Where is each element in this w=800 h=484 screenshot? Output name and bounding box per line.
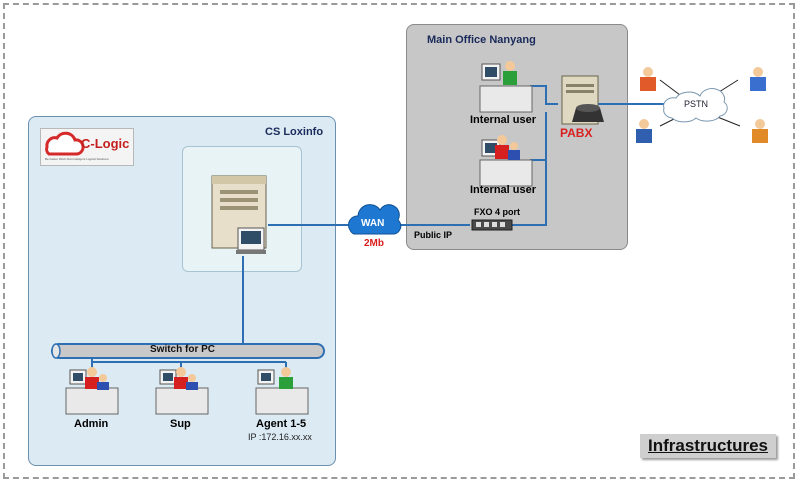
workstation-icon — [479, 61, 533, 113]
fxo-label: FXO 4 port — [474, 207, 521, 217]
workstation-icon — [479, 135, 533, 187]
main-office-title: Main Office Nanyang — [427, 34, 536, 46]
caller-icon — [752, 119, 768, 143]
public-ip-label: Public IP — [414, 230, 453, 240]
agent-label: Agent 1-5 — [256, 418, 307, 430]
wan-speed-label: 2Mb — [364, 238, 384, 249]
sup-label: Sup — [170, 418, 191, 430]
pstn-label: PSTN — [684, 99, 709, 109]
main-office-zone: Main Office Nanyang — [406, 24, 628, 250]
caller-icon — [636, 119, 652, 143]
logo-name: C-Logic — [81, 136, 130, 151]
cs-loxinfo-title: CS Loxinfo — [265, 126, 324, 138]
workstation-icon — [65, 367, 119, 415]
internal-user-label-1: Internal user — [470, 114, 537, 126]
wan-label: WAN — [361, 218, 385, 229]
logo-tagline: Be Faster Work Flat Intelligent Logical … — [45, 157, 109, 161]
c-logic-logo: C-Logic Be Faster Work Flat Intelligent … — [40, 128, 134, 166]
caller-icon — [750, 67, 766, 91]
workstation-icon — [155, 367, 209, 415]
diagram-frame — [3, 3, 795, 479]
admin-label: Admin — [74, 418, 109, 430]
caller-icon — [640, 67, 656, 91]
pabx-label: PABX — [560, 126, 593, 140]
agent-ip-label: IP :172.16.xx.xx — [248, 432, 312, 442]
internal-user-label-2: Internal user — [470, 184, 537, 196]
diagram-title: Infrastructures — [640, 434, 776, 458]
workstation-icon — [255, 367, 309, 415]
switch-label: Switch for PC — [150, 344, 216, 355]
